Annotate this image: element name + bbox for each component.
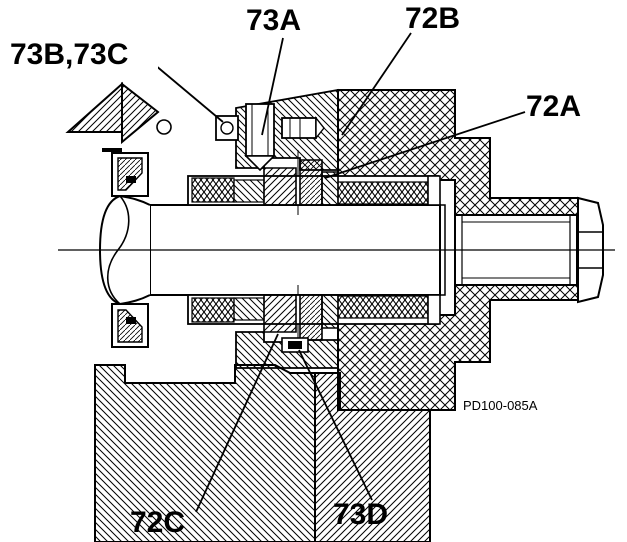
set-screw-assembly: [215, 103, 325, 172]
label-72a: 72A: [526, 90, 582, 123]
label-73d: 73D: [333, 498, 389, 531]
seal-spring-right: [337, 175, 441, 325]
seal-spring-left: [191, 177, 265, 323]
pump-housing: [94, 364, 431, 542]
leader-lines: [154, 32, 526, 513]
label-73a: 73A: [246, 4, 302, 37]
label-72b: 72B: [405, 2, 461, 35]
label-72c: 72C: [130, 506, 186, 539]
seal-faces: [263, 159, 339, 341]
lip-seal: [111, 152, 149, 348]
drawing-reference-number: PD100-085A: [463, 398, 538, 413]
label-73b-73c: 73B,73C: [10, 38, 129, 71]
deflector: [65, 81, 172, 152]
